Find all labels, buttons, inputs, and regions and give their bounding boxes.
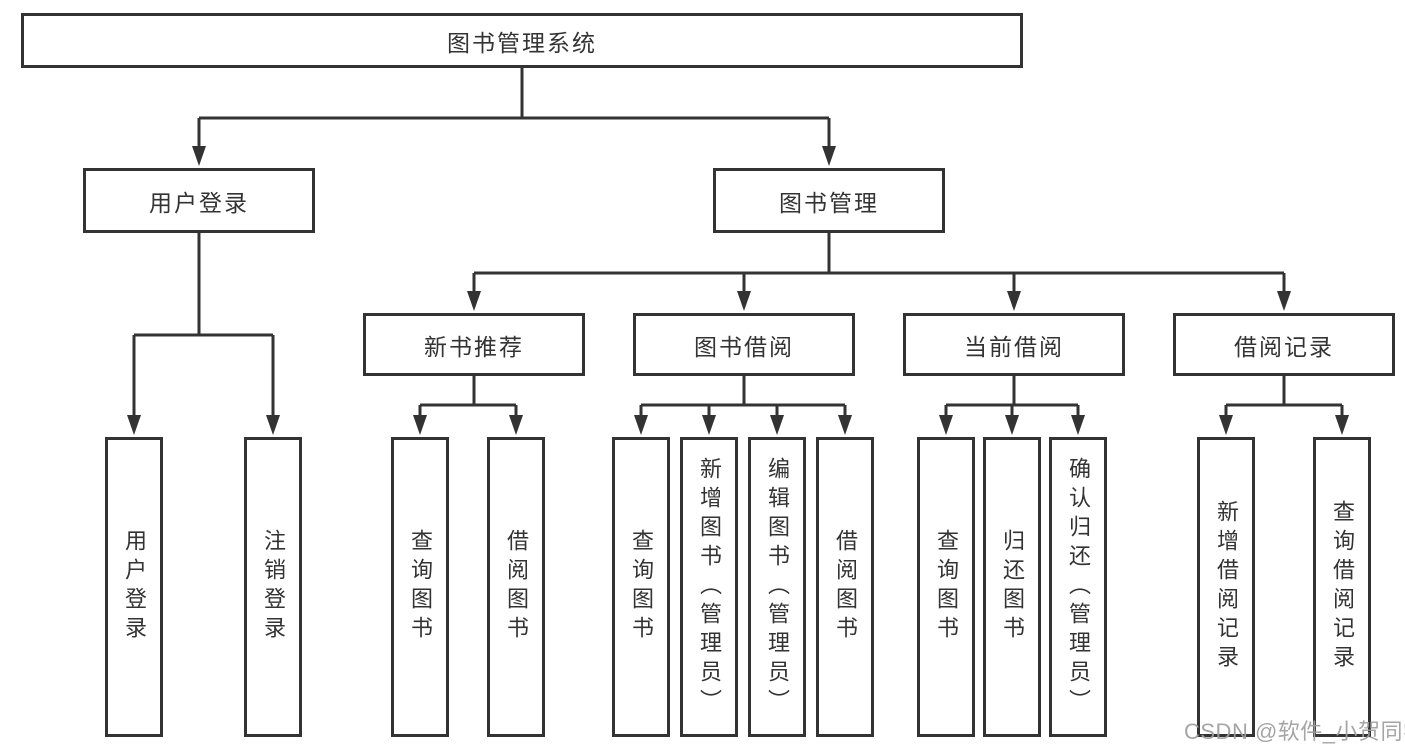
arrowhead (1007, 291, 1021, 311)
connector-borrow-record-to-leaves (1219, 376, 1349, 435)
arrowhead (770, 415, 784, 435)
leaf-add-book-admin-label: 新增图书（管理员） (697, 456, 722, 718)
arrowhead (1219, 415, 1233, 435)
arrowhead (467, 291, 481, 311)
leaf-query-books-current: 查询图书 (917, 437, 975, 737)
arrowhead (509, 415, 523, 435)
leaf-borrow-books: 借阅图书 (816, 437, 874, 737)
node-borrowing-records: 借阅记录 (1173, 313, 1395, 376)
node-root: 图书管理系统 (21, 13, 1023, 68)
leaf-user-login: 用户登录 (105, 437, 163, 737)
arrowhead (822, 146, 836, 166)
connector-user-login-to-leaves (127, 233, 280, 435)
node-book-borrowing-label: 图书借阅 (694, 333, 794, 360)
leaf-borrow-books-label: 借阅图书 (833, 529, 858, 645)
leaf-edit-book-admin: 编辑图书（管理员） (748, 437, 806, 737)
connector-current-borrow-to-leaves (939, 376, 1085, 435)
arrowhead (1005, 415, 1019, 435)
leaf-borrow-books-recommend-label: 借阅图书 (504, 529, 529, 645)
connector-book-management-to-level3 (467, 233, 1291, 311)
leaf-return-book-label: 归还图书 (1000, 529, 1025, 645)
leaf-query-books-recommend-label: 查询图书 (408, 529, 433, 645)
connector-book-borrow-to-leaves (634, 376, 852, 435)
arrowhead (413, 415, 427, 435)
arrowhead (266, 415, 280, 435)
connector-new-book-to-leaves (413, 376, 523, 435)
node-user-login: 用户登录 (83, 168, 315, 233)
leaf-add-borrow-record: 新增借阅记录 (1197, 437, 1255, 737)
arrowhead (192, 146, 206, 166)
leaf-query-borrow-record: 查询借阅记录 (1313, 437, 1371, 737)
leaf-logout-label: 注销登录 (261, 529, 286, 645)
leaf-query-books-borrow-label: 查询图书 (629, 529, 654, 645)
leaf-query-borrow-record-label: 查询借阅记录 (1330, 500, 1355, 674)
arrowhead (737, 291, 751, 311)
connector-root-to-level2 (192, 68, 836, 166)
node-book-management: 图书管理 (713, 168, 945, 233)
leaf-query-books-recommend: 查询图书 (391, 437, 449, 737)
arrowhead (702, 415, 716, 435)
node-current-borrowing: 当前借阅 (903, 313, 1125, 376)
leaf-add-book-admin: 新增图书（管理员） (680, 437, 738, 737)
node-current-borrowing-label: 当前借阅 (964, 333, 1064, 360)
arrowhead (634, 415, 648, 435)
node-new-book-recommend: 新书推荐 (363, 313, 585, 376)
arrowhead (1335, 415, 1349, 435)
node-book-management-label: 图书管理 (779, 189, 879, 216)
arrowhead (939, 415, 953, 435)
leaf-user-login-label: 用户登录 (122, 529, 147, 645)
leaf-edit-book-admin-label: 编辑图书（管理员） (765, 456, 790, 718)
arrowhead (838, 415, 852, 435)
node-root-label: 图书管理系统 (447, 29, 597, 56)
arrowhead (1071, 415, 1085, 435)
node-book-borrowing: 图书借阅 (633, 313, 855, 376)
node-user-login-label: 用户登录 (149, 189, 249, 216)
leaf-query-books-current-label: 查询图书 (934, 529, 959, 645)
leaf-confirm-return-admin: 确认归还（管理员） (1049, 437, 1107, 737)
leaf-borrow-books-recommend: 借阅图书 (487, 437, 545, 737)
leaf-add-borrow-record-label: 新增借阅记录 (1214, 500, 1239, 674)
arrowhead (1277, 291, 1291, 311)
leaf-confirm-return-admin-label: 确认归还（管理员） (1066, 456, 1091, 718)
node-new-book-recommend-label: 新书推荐 (424, 333, 524, 360)
leaf-logout: 注销登录 (244, 437, 302, 737)
node-borrowing-records-label: 借阅记录 (1234, 333, 1334, 360)
leaf-return-book: 归还图书 (983, 437, 1041, 737)
watermark: CSDN @软件_小贺同学 (1184, 719, 1405, 744)
leaf-query-books-borrow: 查询图书 (612, 437, 670, 737)
arrowhead (127, 415, 141, 435)
